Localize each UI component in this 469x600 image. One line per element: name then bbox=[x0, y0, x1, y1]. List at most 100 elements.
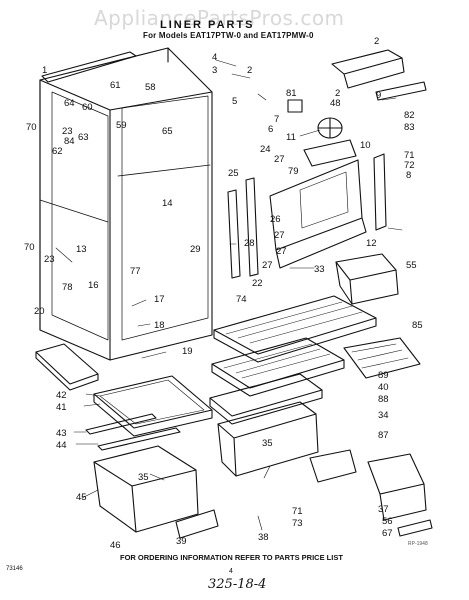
callout: 14 bbox=[162, 198, 173, 209]
callout: 28 bbox=[244, 238, 255, 249]
callout: 35 bbox=[138, 472, 149, 483]
callout: 35 bbox=[262, 438, 273, 449]
callout: 17 bbox=[154, 294, 165, 305]
dairy-bin bbox=[335, 253, 399, 305]
callout: 29 bbox=[190, 244, 201, 255]
callout: 22 bbox=[252, 278, 263, 289]
callout: 42 bbox=[56, 390, 67, 401]
right-trim bbox=[397, 519, 433, 537]
figure-code: RP-1948 bbox=[408, 541, 428, 547]
drawing-code: 73146 bbox=[6, 566, 23, 572]
top-right-tray bbox=[331, 49, 405, 89]
callout: 85 bbox=[412, 320, 423, 331]
callout: 10 bbox=[360, 140, 371, 151]
callout: 23 bbox=[62, 126, 73, 137]
fan-assembly bbox=[287, 99, 357, 167]
toe-grille bbox=[175, 509, 219, 539]
callout: 2 bbox=[374, 36, 379, 47]
callout: 88 bbox=[378, 394, 389, 405]
callout: 9 bbox=[376, 90, 381, 101]
callout: 11 bbox=[286, 132, 296, 143]
callout: 33 bbox=[314, 264, 325, 275]
callout: 20 bbox=[34, 306, 45, 317]
callout: 19 bbox=[182, 346, 193, 357]
callout: 25 bbox=[228, 168, 239, 179]
upper-right-bracket bbox=[375, 81, 427, 101]
callout: 1 bbox=[42, 65, 47, 76]
crisper-drawer-right bbox=[217, 401, 319, 477]
callout: 27 bbox=[276, 246, 287, 257]
callout: 62 bbox=[52, 146, 63, 157]
handwritten-note: 325-18-4 bbox=[208, 577, 267, 592]
side-duct bbox=[373, 153, 387, 231]
freezer-basket bbox=[93, 445, 199, 533]
callout: 64 bbox=[64, 98, 75, 109]
shelf-rails bbox=[85, 413, 181, 451]
callout: 84 bbox=[64, 136, 75, 147]
callout: 13 bbox=[76, 244, 87, 255]
callout: 63 bbox=[78, 132, 89, 143]
ice-tray-lid bbox=[35, 343, 99, 391]
callout: 6 bbox=[268, 124, 273, 135]
callout: 79 bbox=[288, 166, 299, 177]
callout: 89 bbox=[378, 370, 389, 381]
callout: 7 bbox=[274, 114, 279, 125]
shelf-ladder-rails bbox=[227, 177, 259, 279]
callout: 74 bbox=[236, 294, 247, 305]
callout: 27 bbox=[274, 154, 285, 165]
callout: 24 bbox=[260, 144, 271, 155]
callout: 16 bbox=[88, 280, 99, 291]
callout: 18 bbox=[154, 320, 165, 331]
callout: 71 bbox=[404, 150, 415, 161]
callout: 3 bbox=[212, 65, 217, 76]
evaporator-cover bbox=[269, 159, 367, 269]
page-number: 4 bbox=[229, 568, 233, 575]
callout: 83 bbox=[404, 122, 415, 133]
wire-shelf-upper bbox=[213, 295, 377, 363]
callout: 61 bbox=[110, 80, 121, 91]
callout: 27 bbox=[262, 260, 273, 271]
ordering-note: FOR ORDERING INFORMATION REFER TO PARTS … bbox=[120, 553, 343, 562]
callout: 45 bbox=[76, 492, 87, 503]
callout: 77 bbox=[130, 266, 141, 277]
callout: 58 bbox=[145, 82, 156, 93]
leader-lines bbox=[55, 59, 403, 531]
callout: 2 bbox=[247, 65, 252, 76]
callout: 46 bbox=[110, 540, 121, 551]
egg-tray bbox=[343, 337, 421, 379]
callout: 38 bbox=[258, 532, 269, 543]
callout: 34 bbox=[378, 410, 389, 421]
freezer-shelf bbox=[93, 375, 213, 437]
callout: 2 bbox=[335, 88, 340, 99]
callout: 8 bbox=[406, 170, 411, 181]
callout: 70 bbox=[26, 122, 37, 133]
callout: 27 bbox=[274, 230, 285, 241]
callout: 40 bbox=[378, 382, 389, 393]
callout: 44 bbox=[56, 440, 67, 451]
callout: 71 bbox=[292, 506, 303, 517]
callout: 12 bbox=[366, 238, 377, 249]
callout: 26 bbox=[270, 214, 281, 225]
callout: 55 bbox=[406, 260, 417, 271]
wire-shelf-lower bbox=[211, 337, 345, 397]
page-title: LINER PARTS bbox=[160, 19, 255, 31]
callout: 65 bbox=[162, 126, 173, 137]
callout: 60 bbox=[82, 102, 93, 113]
callout: 23 bbox=[44, 254, 55, 265]
callout: 39 bbox=[176, 536, 187, 547]
callout: 72 bbox=[404, 160, 415, 171]
callout: 70 bbox=[24, 242, 35, 253]
callout: 5 bbox=[232, 96, 237, 107]
callout: 78 bbox=[62, 282, 73, 293]
callout: 67 bbox=[382, 528, 393, 539]
callout: 82 bbox=[404, 110, 415, 121]
callout: 48 bbox=[330, 98, 341, 109]
callout: 73 bbox=[292, 518, 303, 529]
callout: 41 bbox=[56, 402, 67, 413]
callout: 87 bbox=[378, 430, 389, 441]
watermark: AppliancePartsPros.com bbox=[94, 6, 345, 30]
callout: 81 bbox=[286, 88, 297, 99]
